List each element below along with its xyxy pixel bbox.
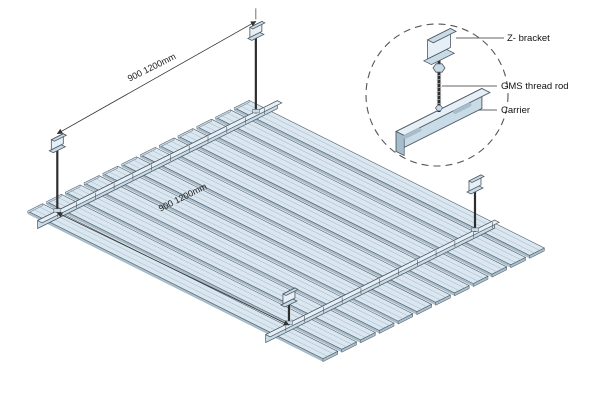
strip-near-end-cap	[140, 147, 156, 158]
hanger-rod-assembly	[48, 133, 68, 213]
z-bracket	[48, 133, 68, 154]
carrier-rail	[264, 219, 500, 344]
hex-nut	[53, 208, 62, 213]
thread-mark	[436, 98, 442, 101]
rod-spacing-dimension-label: 900 1200mm	[126, 51, 177, 83]
hex-nut	[432, 63, 446, 73]
thread-mark	[436, 74, 442, 77]
detail-rod-assembly	[432, 56, 446, 112]
z-bracket-label: Z- bracket	[507, 33, 550, 44]
carrier-label: Carrier	[501, 105, 530, 116]
strip-near-end-cap	[27, 203, 43, 214]
hanger-rod-assembly	[466, 174, 485, 232]
thread-mark	[436, 78, 442, 81]
strip-near-end-cap	[65, 184, 81, 195]
strip-near-end-cap	[83, 175, 100, 186]
strip-side-face	[178, 136, 474, 287]
detail-view	[365, 23, 509, 167]
z-bracket	[422, 27, 457, 66]
rod-spacing-dimension-line	[56, 21, 257, 135]
strip-side-face	[159, 145, 455, 296]
strip-near-end-cap	[121, 156, 137, 167]
z-bracket	[466, 174, 485, 195]
carrier-spacing-dimension-line	[56, 212, 290, 326]
strip-side-face	[196, 126, 493, 278]
thread-mark	[436, 90, 442, 93]
hex-nut	[471, 227, 479, 232]
carrier-slot	[403, 127, 422, 139]
thread-mark	[436, 94, 442, 97]
detail-carrier	[395, 87, 491, 157]
main-view	[27, 8, 545, 363]
detail-circle	[365, 23, 509, 167]
gms-thread-rod-label: GMS thread rod	[501, 81, 569, 92]
hanger-rod-assembly	[246, 20, 266, 114]
strip-near-end-cap	[159, 137, 175, 148]
carrier-slot	[453, 102, 472, 114]
dimensions	[56, 8, 290, 326]
thread-mark	[436, 86, 442, 89]
strip-near-end-cap	[102, 165, 118, 176]
hex-nut	[435, 104, 443, 112]
strip-side-face	[215, 117, 511, 268]
thread-mark	[436, 82, 442, 85]
strip-side-face	[234, 107, 530, 259]
thread-mark	[436, 102, 442, 105]
hex-nut	[252, 109, 260, 114]
